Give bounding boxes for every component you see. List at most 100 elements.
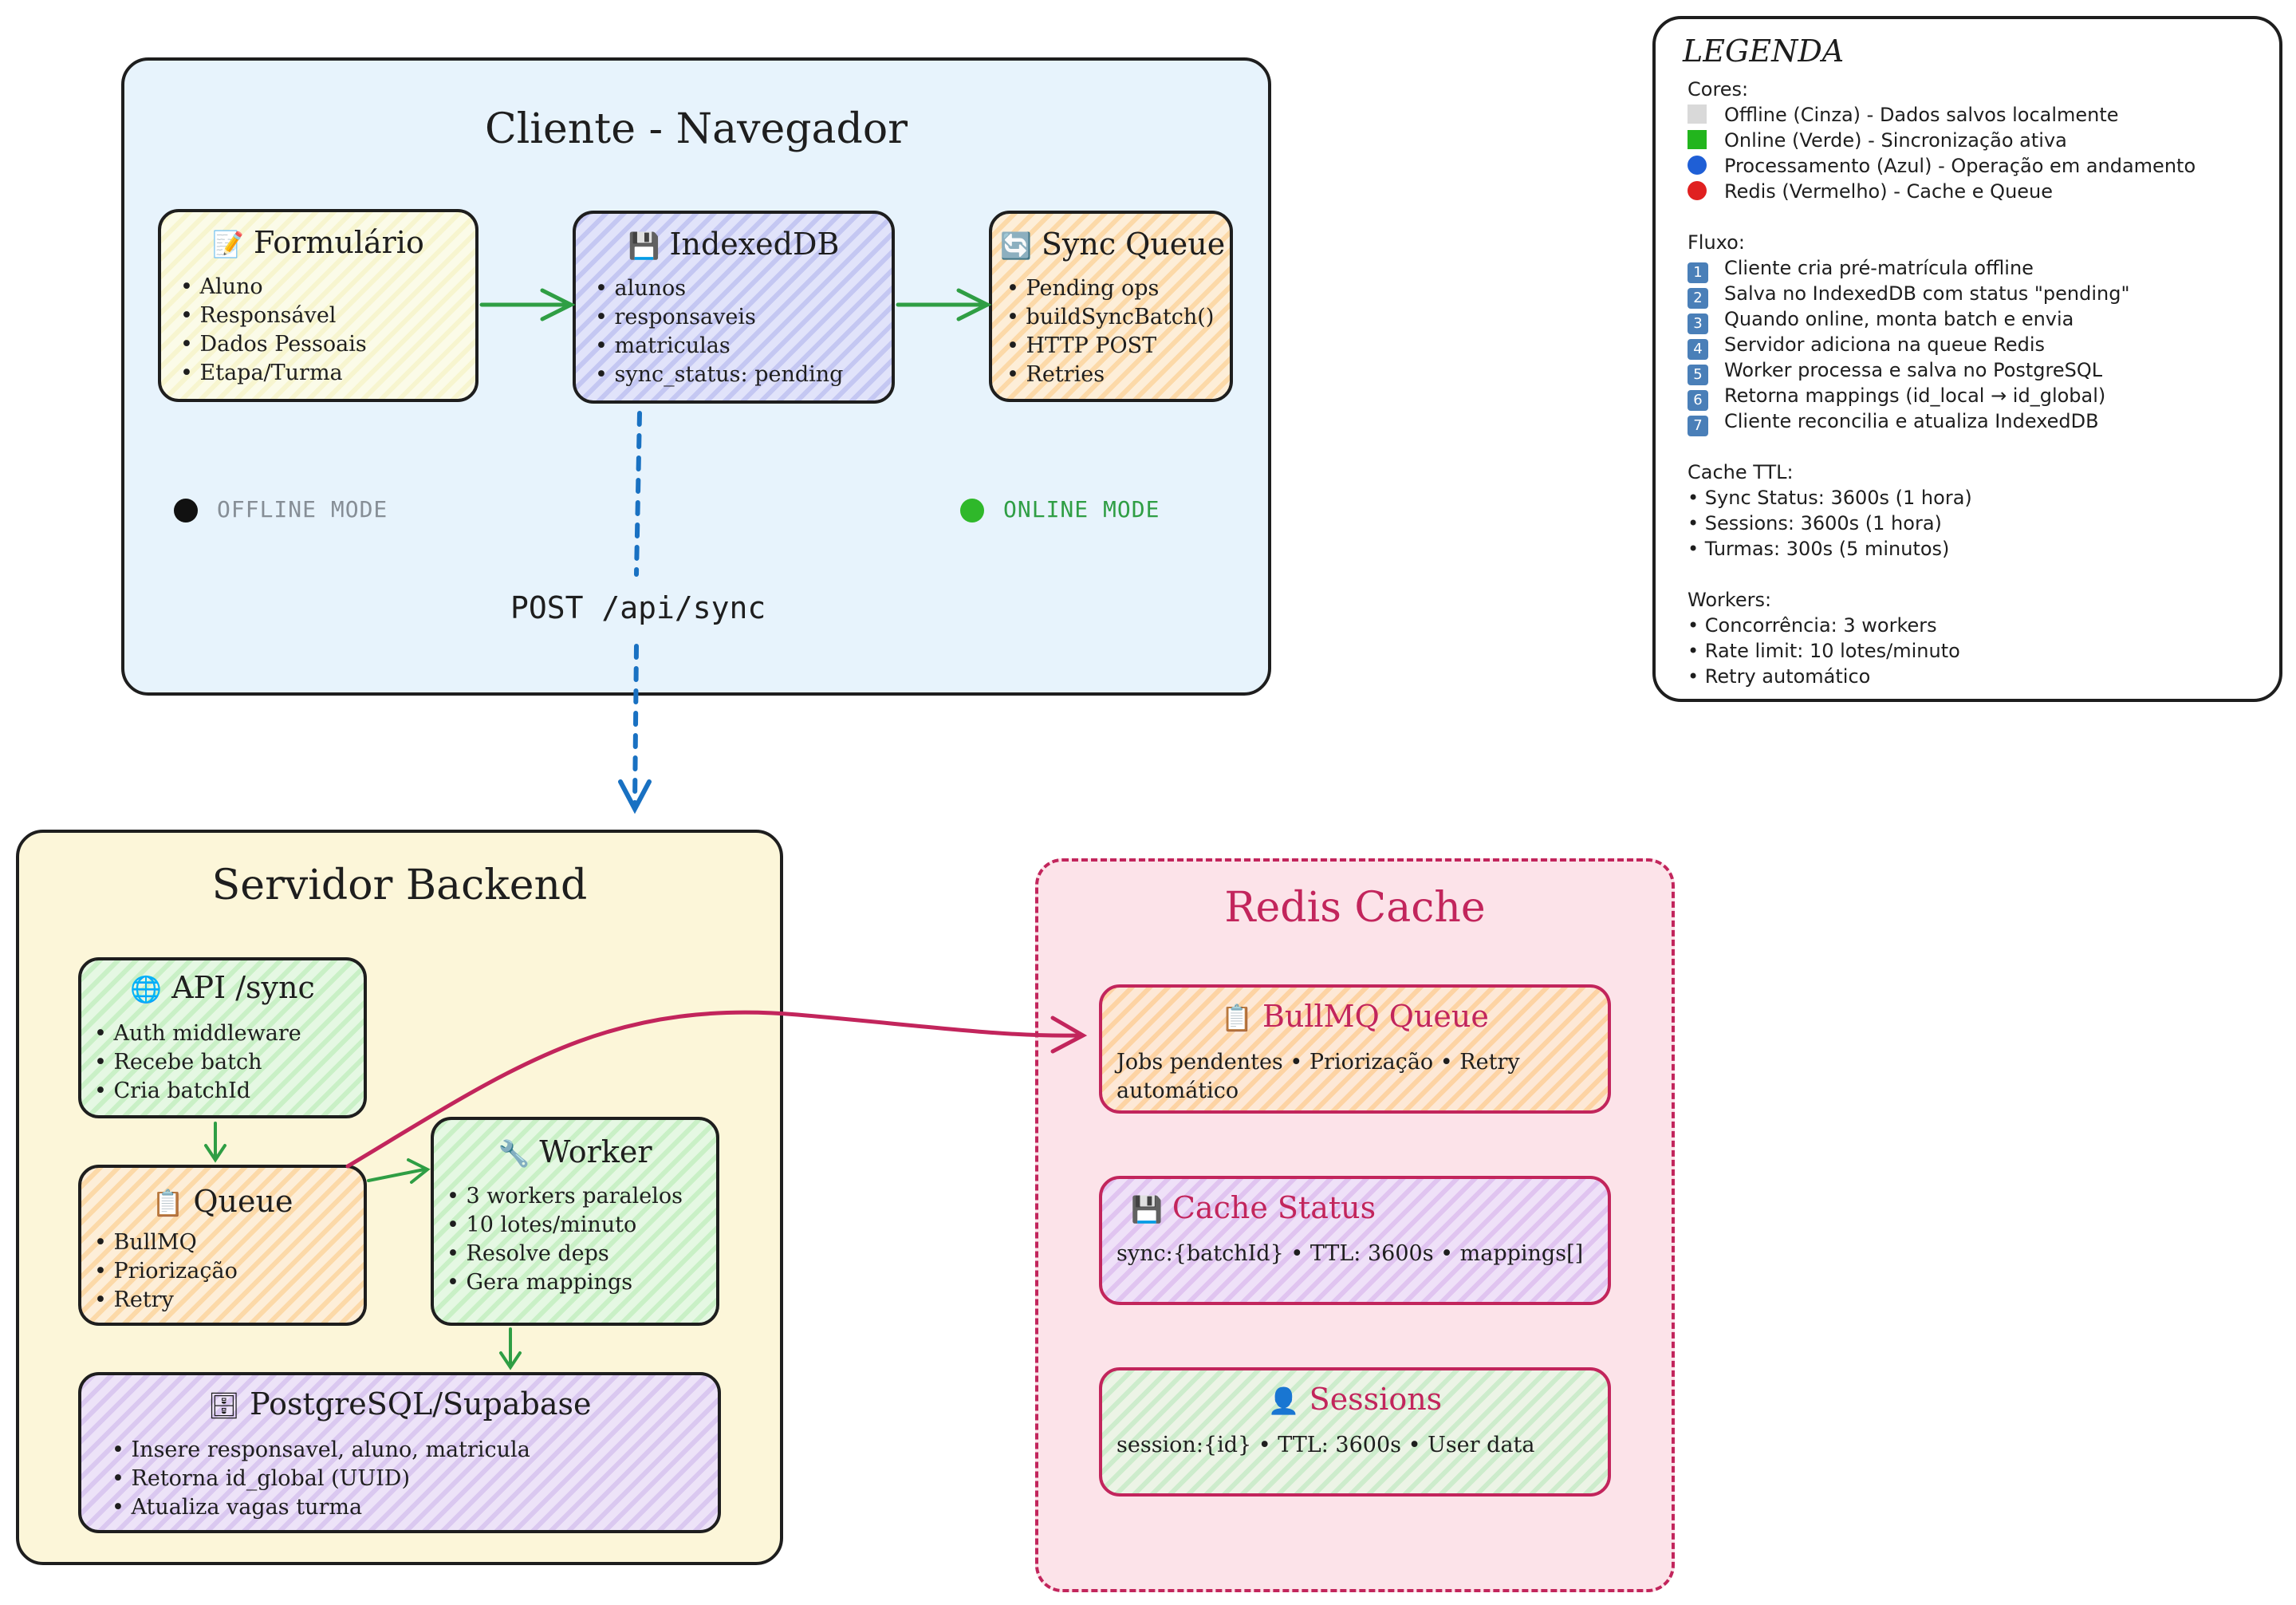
indexeddb-title: IndexedDB [669,227,840,262]
list-item: Cria batchId [94,1077,301,1106]
offline-mode-indicator: OFFLINE MODE [174,496,388,523]
legend-ttl-item: • Turmas: 300s (5 minutos) [1688,538,1950,560]
list-item: responsaveis [595,303,843,332]
postgres-list: Insere responsavel, aluno, matricula Ret… [112,1436,530,1522]
list-item: 10 lotes/minuto [447,1211,683,1240]
globe-icon: 🌐 [130,974,163,1004]
list-item: sync_status: pending [595,361,844,389]
worker-title: Worker [539,1134,652,1169]
legend-color-item: Processamento (Azul) - Operação em andam… [1688,155,2196,177]
cache-status-box[interactable]: 💾 Cache Status sync:{batchId} • TTL: 3600… [1099,1176,1611,1305]
memo-icon: 📝 [212,229,244,259]
keycap-number-icon: 2 [1688,288,1708,309]
legend-workers-item: • Rate limit: 10 lotes/minuto [1688,640,1960,662]
legend-title: LEGENDA [1683,34,1845,69]
wrench-icon: 🔧 [498,1138,530,1169]
api-sync-list: Auth middleware Recebe batch Cria batchI… [94,1019,301,1106]
queue-title: Queue [193,1184,293,1219]
indexeddb-list: alunos responsaveis matriculas sync_stat… [595,274,844,389]
floppy-disk-icon: 💾 [628,231,660,261]
legend-color-item: Online (Verde) - Sincronização ativa [1688,129,2067,152]
legend-workers-item: • Concorrência: 3 workers [1688,614,1937,637]
list-item: alunos [595,274,843,303]
formulario-box[interactable]: 📝Formulário Aluno Responsável Dados Pess… [158,209,478,402]
list-item: 3 workers paralelos [447,1182,683,1211]
list-item: Atualiza vagas turma [112,1493,530,1522]
keycap-number-icon: 3 [1688,314,1708,334]
client-panel-title: Cliente - Navegador [484,105,908,153]
list-item: buildSyncBatch() [1006,303,1215,332]
legend-workers-item: • Retry automático [1688,665,1871,688]
legend-color-item: Offline (Cinza) - Dados salvos localment… [1688,104,2119,126]
cache-status-description: sync:{batchId} • TTL: 3600s • mappings[] [1116,1241,1584,1266]
sync-queue-list: Pending ops buildSyncBatch() HTTP POST R… [1006,274,1215,389]
queue-list: BullMQ Priorização Retry [94,1228,238,1315]
queue-box[interactable]: 📋 Queue BullMQ Priorização Retry [78,1165,367,1326]
post-api-sync-label: POST /api/sync [510,590,766,625]
list-item: HTTP POST [1006,332,1214,361]
online-mode-label: ONLINE MODE [1003,496,1160,523]
list-item: Gera mappings [447,1268,683,1297]
keycap-number-icon: 5 [1688,365,1708,385]
list-item: Insere responsavel, aluno, matricula [112,1436,530,1465]
sync-queue-title: Sync Queue [1041,227,1226,262]
keycap-number-icon: 4 [1688,339,1708,360]
sessions-box[interactable]: 👤 Sessions session:{id} • TTL: 3600s • Us… [1099,1367,1611,1497]
online-mode-indicator: ONLINE MODE [960,496,1160,523]
keycap-number-icon: 6 [1688,390,1708,411]
postgres-box[interactable]: 🗄 PostgreSQL/Supabase Insere responsavel,… [78,1372,721,1533]
legend-cores-header: Cores: [1688,78,1749,101]
legend-workers-header: Workers: [1688,589,1772,611]
green-square-icon [1688,130,1707,149]
floppy-disk-icon: 💾 [1131,1194,1163,1224]
list-item: matriculas [595,332,843,361]
sync-queue-box[interactable]: 🔄 Sync Queue Pending ops buildSyncBatch()… [989,211,1233,402]
list-item: BullMQ [94,1228,238,1257]
redis-panel-title: Redis Cache [1224,884,1486,932]
clipboard-icon: 📋 [152,1188,184,1218]
legend-fluxo-header: Fluxo: [1688,231,1745,254]
bullmq-queue-description: Jobs pendentes • Priorização • Retry aut… [1116,1050,1520,1103]
worker-list: 3 workers paralelos 10 lotes/minuto Reso… [447,1182,683,1297]
worker-box[interactable]: 🔧 Worker 3 workers paralelos 10 lotes/min… [431,1117,719,1326]
postgres-title: PostgreSQL/Supabase [250,1386,592,1422]
list-item: Priorização [94,1257,238,1286]
server-panel-title: Servidor Backend [211,862,588,909]
black-dot-icon [174,499,198,523]
indexeddb-box[interactable]: 💾 IndexedDB alunos responsaveis matricula… [573,211,895,404]
legend-panel: LEGENDA Cores: Offline (Cinza) - Dados s… [1652,16,2282,702]
sessions-description: session:{id} • TTL: 3600s • User data [1116,1433,1535,1457]
list-item: Dados Pessoais [180,330,367,359]
blue-circle-icon [1688,156,1707,175]
clipboard-icon: 📋 [1221,1003,1253,1033]
user-icon: 👤 [1267,1386,1300,1416]
green-dot-icon [960,499,984,523]
list-item: Aluno [180,273,367,302]
legend-ttl-item: • Sync Status: 3600s (1 hora) [1688,487,1972,509]
list-item: Resolve deps [447,1240,683,1268]
file-cabinet-icon: 🗄 [207,1390,241,1421]
list-item: Retorna id_global (UUID) [112,1465,530,1493]
list-item: Recebe batch [94,1048,301,1077]
list-item: Retry [94,1286,238,1315]
offline-mode-label: OFFLINE MODE [217,496,388,523]
bullmq-queue-title: BullMQ Queue [1262,999,1489,1034]
cache-status-title: Cache Status [1172,1190,1376,1225]
red-circle-icon [1688,181,1707,200]
sessions-title: Sessions [1309,1382,1443,1417]
gray-square-icon [1688,105,1707,124]
api-sync-title: API /sync [171,970,315,1005]
list-item: Pending ops [1006,274,1214,303]
list-item: Auth middleware [94,1019,301,1048]
sync-icon: 🔄 [1000,231,1032,261]
api-sync-box[interactable]: 🌐 API /sync Auth middleware Recebe batch … [78,957,367,1118]
bullmq-queue-box[interactable]: 📋 BullMQ Queue Jobs pendentes • Priorizaç… [1099,984,1611,1114]
keycap-number-icon: 7 [1688,416,1708,436]
legend-ttl-header: Cache TTL: [1688,461,1794,483]
